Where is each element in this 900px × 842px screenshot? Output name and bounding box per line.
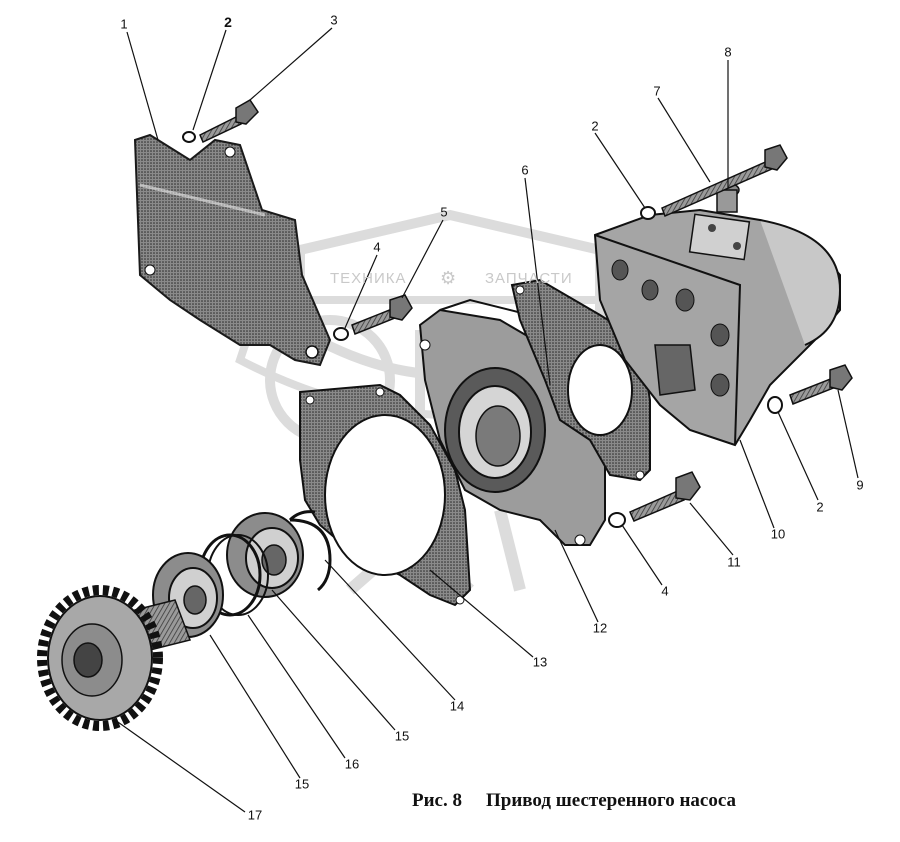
- figure-title: Привод шестеренного насоса: [486, 790, 736, 811]
- part-label-11: 11: [727, 554, 741, 570]
- leader-lines: [114, 27, 859, 813]
- part-label-4a: 4: [373, 239, 381, 255]
- part-10-gear-pump: [593, 208, 842, 447]
- part-label-3: 3: [330, 12, 338, 28]
- watermark-right-text: ЗАПЧАСТИ: [485, 270, 573, 287]
- part-9-bolt: [789, 364, 853, 405]
- part-2-washer-b: [640, 206, 656, 220]
- part-label-15b: 15: [294, 776, 310, 792]
- part-label-9: 9: [856, 477, 864, 493]
- part-label-8: 8: [724, 44, 732, 60]
- part-label-2c: 2: [816, 499, 824, 515]
- part-4-washer-a: [333, 327, 349, 341]
- gear-icon: ⚙: [440, 268, 458, 288]
- part-label-2b: 2: [591, 118, 599, 134]
- part-label-4b: 4: [661, 583, 669, 599]
- part-label-17: 17: [247, 807, 263, 823]
- figure-number: Рис. 8: [412, 790, 462, 811]
- part-label-13: 13: [532, 654, 548, 670]
- part-2-washer-a: [182, 131, 196, 143]
- part-13-gasket: [299, 383, 472, 607]
- part-label-5: 5: [440, 204, 448, 220]
- part-5-bolt: [351, 294, 413, 335]
- part-4-washer-b: [608, 512, 626, 528]
- part-14-snap-ring: [288, 510, 332, 592]
- part-label-10: 10: [770, 526, 786, 542]
- part-1-bracket: [133, 133, 332, 367]
- part-label-2a: 2: [224, 14, 232, 30]
- part-3-bolt-a: [199, 99, 259, 144]
- figure-caption: Рис. 8 Привод шестеренного насоса: [412, 790, 736, 812]
- part-label-6: 6: [521, 162, 529, 178]
- part-label-16: 16: [344, 756, 360, 772]
- part-2-washer-c: [767, 396, 783, 414]
- part-label-1: 1: [120, 16, 128, 32]
- part-label-15a: 15: [394, 728, 410, 744]
- part-label-14: 14: [449, 698, 465, 714]
- watermark-left-text: ТЕХНИКА: [330, 270, 407, 287]
- part-label-7: 7: [653, 83, 661, 99]
- part-7-bolt: [661, 144, 788, 218]
- part-11-bolt: [629, 471, 701, 522]
- part-17-drive-gear: [37, 585, 191, 731]
- part-label-12: 12: [592, 620, 608, 636]
